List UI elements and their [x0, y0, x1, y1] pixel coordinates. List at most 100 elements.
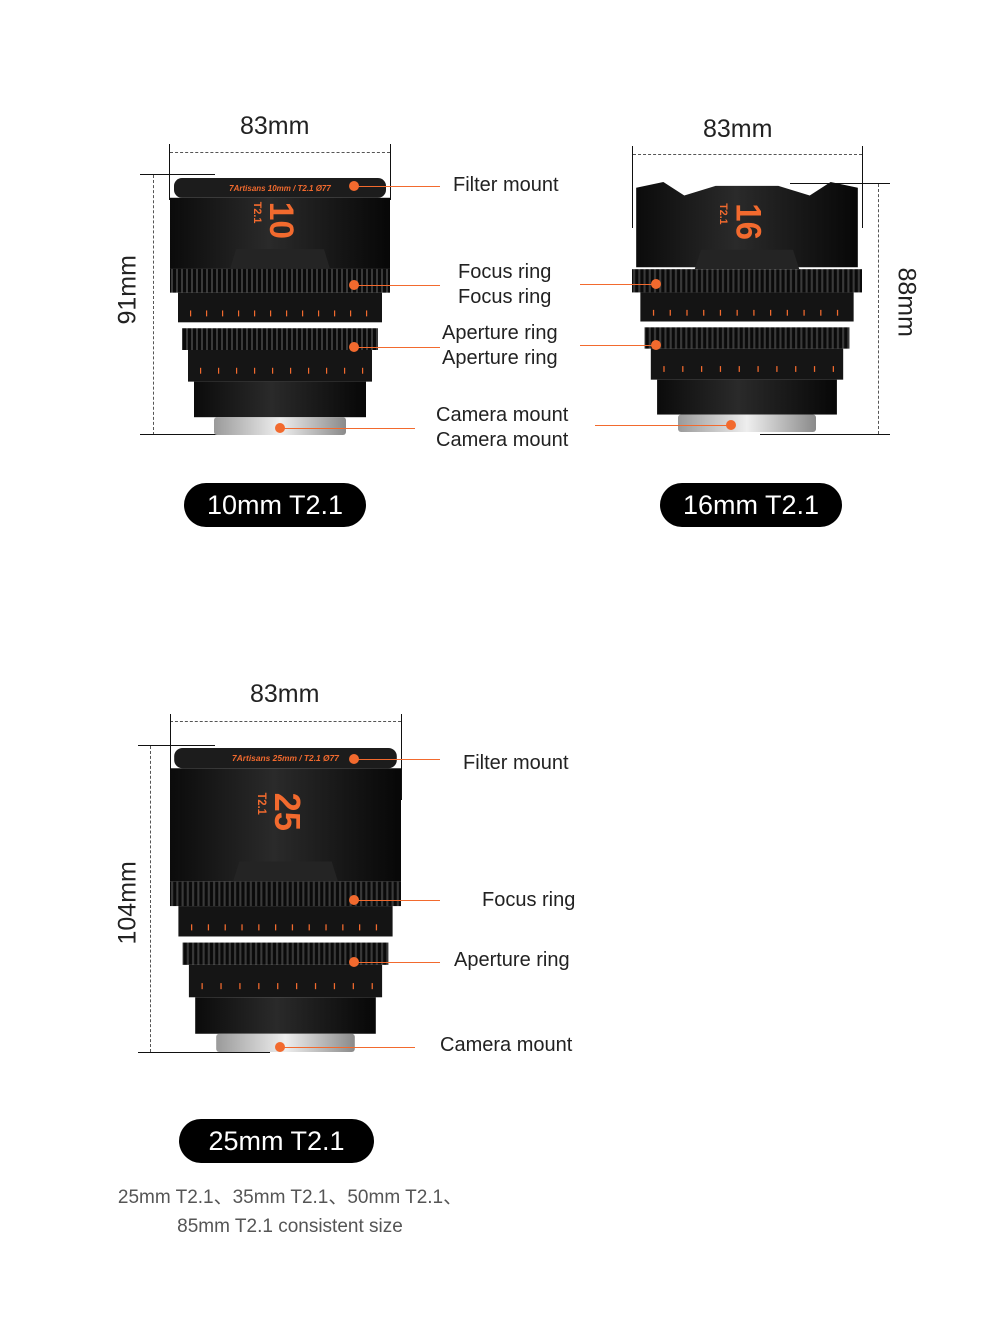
width-dimension-label: 83mm	[240, 112, 310, 140]
aperture-ring-label: Aperture ring	[442, 347, 558, 369]
scale-tick	[820, 309, 822, 316]
focus-scale	[178, 292, 382, 323]
height-extension-line	[790, 183, 890, 184]
scale-tick	[836, 309, 839, 316]
scale-tick	[350, 310, 352, 317]
scale-tick	[334, 310, 336, 317]
lens-name-badge: 16mm T2.1	[660, 483, 842, 527]
height-extension-line	[140, 174, 215, 175]
height-extension-line	[138, 745, 215, 746]
focus-ring	[170, 268, 390, 293]
height-extension-line	[140, 434, 270, 435]
lens-name-badge: 10mm T2.1	[184, 483, 366, 527]
callout-line	[280, 428, 415, 429]
height-dimension-line	[150, 746, 151, 1052]
scale-tick	[359, 924, 361, 931]
scale-tick	[669, 309, 671, 316]
focus-scale	[640, 292, 854, 322]
width-dimension-label: 83mm	[250, 680, 320, 708]
callout-dot	[349, 754, 359, 764]
tstop-marking: T2.1	[251, 202, 263, 224]
callout-dot	[349, 181, 359, 191]
size-note-line-2: 85mm T2.1 consistent size	[177, 1216, 403, 1237]
width-dimension-line	[633, 154, 862, 155]
scale-tick	[314, 983, 317, 990]
scale-tick	[220, 983, 222, 990]
scale-tick	[296, 983, 298, 990]
scale-tick	[803, 309, 805, 316]
focus-distance-window	[230, 249, 330, 269]
callout-dot	[349, 342, 359, 352]
scale-tick	[272, 367, 274, 374]
height-dimension-label: 104mm	[113, 861, 142, 945]
scale-tick	[375, 924, 378, 931]
scale-tick	[701, 366, 703, 372]
aperture-ring	[182, 328, 378, 350]
width-extension-line	[632, 146, 633, 228]
scale-tick	[207, 924, 210, 931]
scale-tick	[222, 310, 224, 317]
scale-tick	[776, 366, 778, 372]
scale-tick	[239, 983, 241, 990]
scale-tick	[302, 310, 304, 317]
scale-tick	[290, 367, 292, 374]
focus-ring	[170, 881, 401, 907]
mount-flange	[678, 414, 816, 432]
scale-tick	[258, 924, 260, 931]
scale-tick	[344, 367, 346, 374]
size-note: 25mm T2.1、35mm T2.1、50mm T2.1、 85mm T2.1…	[80, 1183, 500, 1241]
height-dimension-label: 88mm	[892, 267, 921, 337]
focus-scale	[178, 906, 393, 937]
aperture-ring-label: Aperture ring	[454, 949, 570, 971]
camera-mount-label: Camera mount	[440, 1034, 573, 1056]
height-extension-line	[138, 1052, 270, 1053]
scale-tick	[190, 310, 192, 317]
filter-mount-label: Filter mount	[453, 174, 559, 196]
scale-tick	[236, 367, 238, 374]
scale-tick	[719, 366, 722, 372]
callout-dot	[349, 280, 359, 290]
scale-tick	[703, 309, 705, 316]
width-dimension-label: 83mm	[703, 115, 773, 143]
focal-length-marking: 16	[728, 203, 767, 240]
scale-tick	[352, 983, 354, 990]
callout-line	[354, 759, 440, 760]
filter-mount-label: Filter mount	[463, 752, 569, 774]
scale-tick	[254, 367, 256, 374]
scale-tick	[753, 309, 755, 316]
scale-tick	[206, 310, 208, 317]
scale-tick	[652, 309, 655, 316]
scale-tick	[682, 366, 684, 372]
camera-mount-label: Camera mount	[436, 429, 569, 451]
scale-tick	[277, 983, 279, 990]
scale-tick	[286, 310, 288, 317]
brand-engraving: 7Artisans 25mm / T2.1 Ø77	[232, 754, 339, 763]
scale-tick	[786, 309, 788, 316]
scale-tick	[241, 924, 243, 931]
callout-dot	[651, 340, 661, 350]
scale-tick	[795, 366, 797, 372]
rear-barrel	[657, 379, 837, 415]
callout-dot	[349, 895, 359, 905]
scale-tick	[275, 924, 277, 931]
callout-dot	[726, 420, 736, 430]
focus-ring-label: Focus ring	[458, 286, 552, 308]
scale-tick	[308, 924, 310, 931]
focus-ring-label: Focus ring	[458, 261, 552, 283]
scale-tick	[238, 310, 240, 317]
scale-tick	[326, 367, 328, 374]
filter-ring	[174, 178, 386, 198]
callout-line	[354, 962, 440, 963]
scale-tick	[362, 367, 364, 374]
scale-tick	[770, 309, 772, 316]
scale-tick	[719, 309, 722, 316]
focal-length-marking: 10	[262, 202, 300, 239]
height-dimension-label: 91mm	[113, 255, 142, 325]
height-extension-line	[760, 434, 890, 435]
scale-tick	[224, 924, 226, 931]
aperture-scale	[188, 349, 372, 382]
scale-tick	[308, 367, 310, 374]
